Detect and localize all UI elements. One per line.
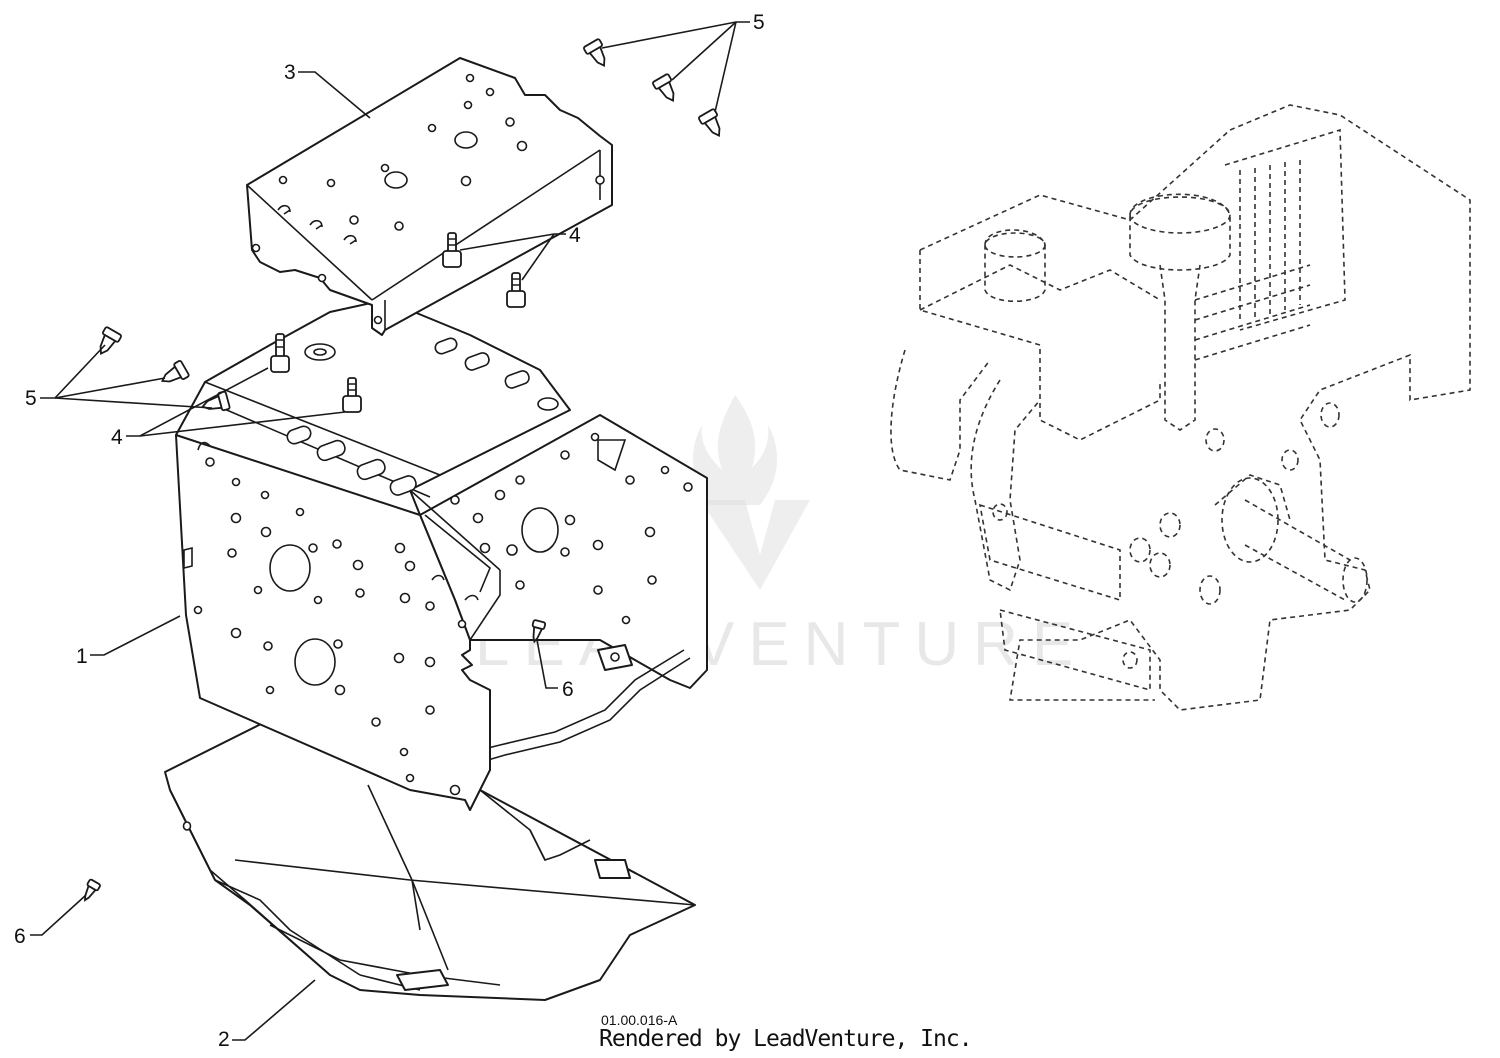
diagram-reference-code: 01.00.016-A bbox=[601, 1012, 678, 1028]
part-4-studs-middle bbox=[270, 333, 362, 413]
callout-labels: 5 3 4 5 4 1 6 6 2 bbox=[14, 11, 765, 1051]
callout-5-left: 5 bbox=[25, 387, 37, 410]
part-3-top-bracket bbox=[246, 57, 613, 336]
callout-6-left: 6 bbox=[14, 925, 26, 948]
part-2-bottom-pan bbox=[164, 711, 696, 1001]
phantom-engine-outline bbox=[890, 104, 1471, 711]
callout-3: 3 bbox=[284, 61, 296, 84]
watermark-flame-logo bbox=[692, 395, 778, 505]
callout-4-left: 4 bbox=[111, 426, 123, 449]
watermark-v-logo bbox=[700, 500, 810, 590]
part-4-studs-top bbox=[442, 232, 526, 308]
callout-6-right: 6 bbox=[562, 678, 574, 701]
callout-5-top: 5 bbox=[753, 11, 765, 34]
top-bracket-holes bbox=[251, 73, 605, 325]
front-plate-holes bbox=[193, 457, 467, 796]
part-6-screws bbox=[83, 619, 547, 902]
right-plate-holes bbox=[450, 432, 693, 625]
leader-lines bbox=[30, 21, 750, 1041]
callout-1: 1 bbox=[76, 645, 88, 668]
part-5-fasteners-top bbox=[583, 38, 721, 137]
part-1-frame bbox=[175, 299, 708, 811]
render-credit: Rendered by LeadVenture, Inc. bbox=[599, 1026, 973, 1052]
callout-4-top: 4 bbox=[569, 224, 581, 247]
callout-2: 2 bbox=[218, 1028, 230, 1051]
